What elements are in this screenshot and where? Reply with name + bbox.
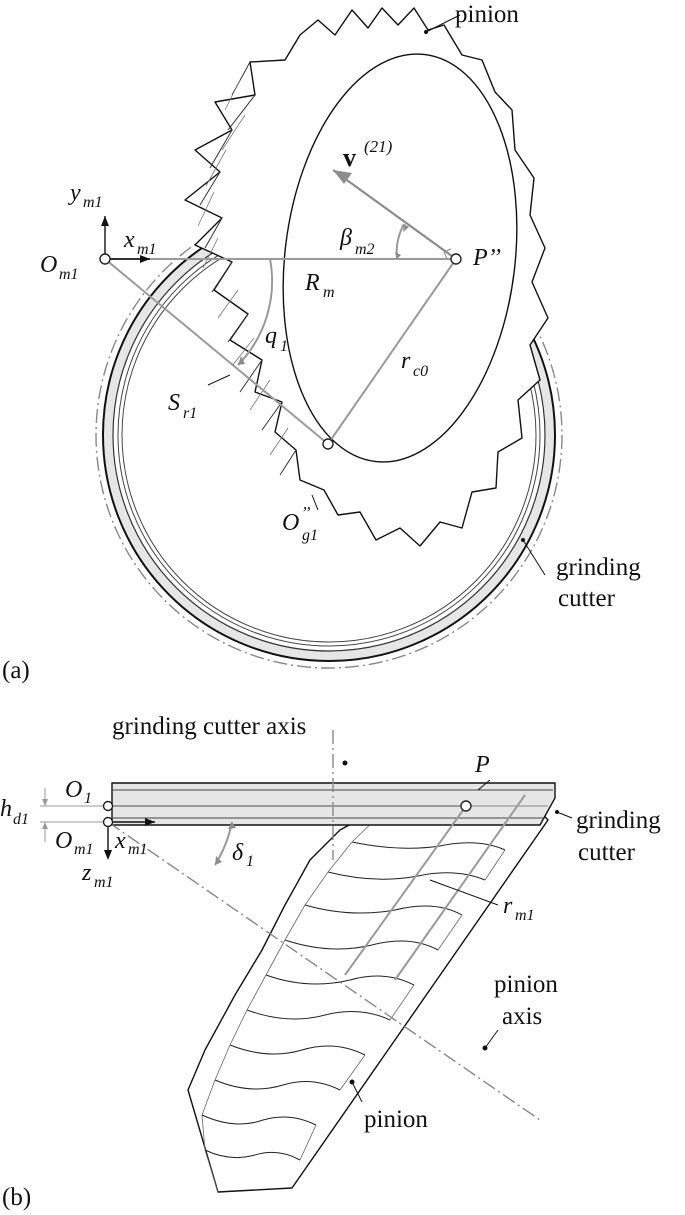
label-Og1-sub: g1 <box>302 527 318 544</box>
label-xm1-b: x <box>114 828 126 854</box>
label-Om1-sub: m1 <box>59 266 79 283</box>
label-cutter-b: cutter <box>578 839 636 866</box>
line-P-Og1 <box>327 258 457 445</box>
label-hd1: h <box>0 796 12 822</box>
label-velocity-sup: (21) <box>364 137 393 156</box>
label-P: P <box>474 752 490 778</box>
label-Rm: R <box>304 270 320 296</box>
label-q1: q <box>265 323 277 349</box>
label-zm1: z <box>81 860 92 886</box>
label-cutter-a: cutter <box>558 585 616 612</box>
pinion-teeth-b <box>201 796 521 1161</box>
label-q1-sub: 1 <box>280 338 288 355</box>
label-grinding-a: grinding <box>556 554 641 581</box>
panel-b: grinding cutter axis P O 1 h d1 O m1 x m… <box>0 713 661 1211</box>
label-beta-sub: m2 <box>355 241 375 258</box>
label-grinding-cutter-axis: grinding cutter axis <box>112 713 306 740</box>
label-velocity: v <box>343 143 356 172</box>
label-delta-sub: 1 <box>246 853 254 870</box>
line-rm1 <box>344 805 467 976</box>
label-pinion-axis-2: axis <box>502 1003 542 1030</box>
label-rm1: r <box>503 893 513 919</box>
label-beta: β <box>339 225 352 251</box>
label-delta: δ <box>232 840 244 866</box>
label-Rm-sub: m <box>323 284 335 301</box>
panel-a: pinion grinding cutter (a) v (21) y m1 x… <box>2 1 641 684</box>
label-rm1-sub: m1 <box>515 907 535 924</box>
label-pinion-a: pinion <box>455 1 519 28</box>
construction-lines-a <box>104 169 457 445</box>
pinion-gear-b <box>187 794 549 1193</box>
label-Om1: O <box>40 252 57 278</box>
label-xm1-b-sub: m1 <box>128 841 148 858</box>
axes-a <box>101 216 150 263</box>
label-rc0: r <box>401 348 411 374</box>
label-xm1: x <box>123 227 135 253</box>
point-P <box>460 800 472 812</box>
point-Og1 <box>322 438 334 450</box>
line-Om1-Og1 <box>104 258 329 445</box>
label-P-double-prime: P’’ <box>472 245 501 271</box>
label-zm1-sub: m1 <box>94 874 114 891</box>
label-pinion-b: pinion <box>364 1106 428 1133</box>
label-Og1-sup: ’’ <box>301 503 311 522</box>
velocity-vector <box>332 169 457 260</box>
point-O1 <box>102 800 114 812</box>
label-Om1-b-sub: m1 <box>74 841 94 858</box>
point-Om1 <box>99 253 111 265</box>
label-Om1-b: O <box>55 828 72 854</box>
velocity-arrowhead <box>333 170 352 184</box>
label-Sr1: S <box>168 390 180 416</box>
q1-angle-arc <box>237 258 274 366</box>
label-ym1-sub: m1 <box>83 194 103 211</box>
label-Og1: O <box>282 510 299 536</box>
point-Om1-b <box>102 816 114 828</box>
cutter-pitch-circle <box>95 201 563 669</box>
label-ym1: y <box>68 180 81 206</box>
point-P-double-prime <box>450 253 462 265</box>
label-hd1-sub: d1 <box>13 811 29 828</box>
label-pinion-axis-1: pinion <box>494 971 558 998</box>
label-O1: O <box>65 777 82 803</box>
panel-label-b: (b) <box>2 1184 31 1211</box>
label-Sr1-sub: r1 <box>183 405 197 422</box>
label-O1-sub: 1 <box>84 790 92 807</box>
label-xm1-sub: m1 <box>137 241 157 258</box>
panel-label-a: (a) <box>2 657 30 684</box>
label-grinding-b: grinding <box>576 807 661 834</box>
label-rc0-sub: c0 <box>413 363 428 380</box>
pinion-axis-line <box>107 821 541 1121</box>
